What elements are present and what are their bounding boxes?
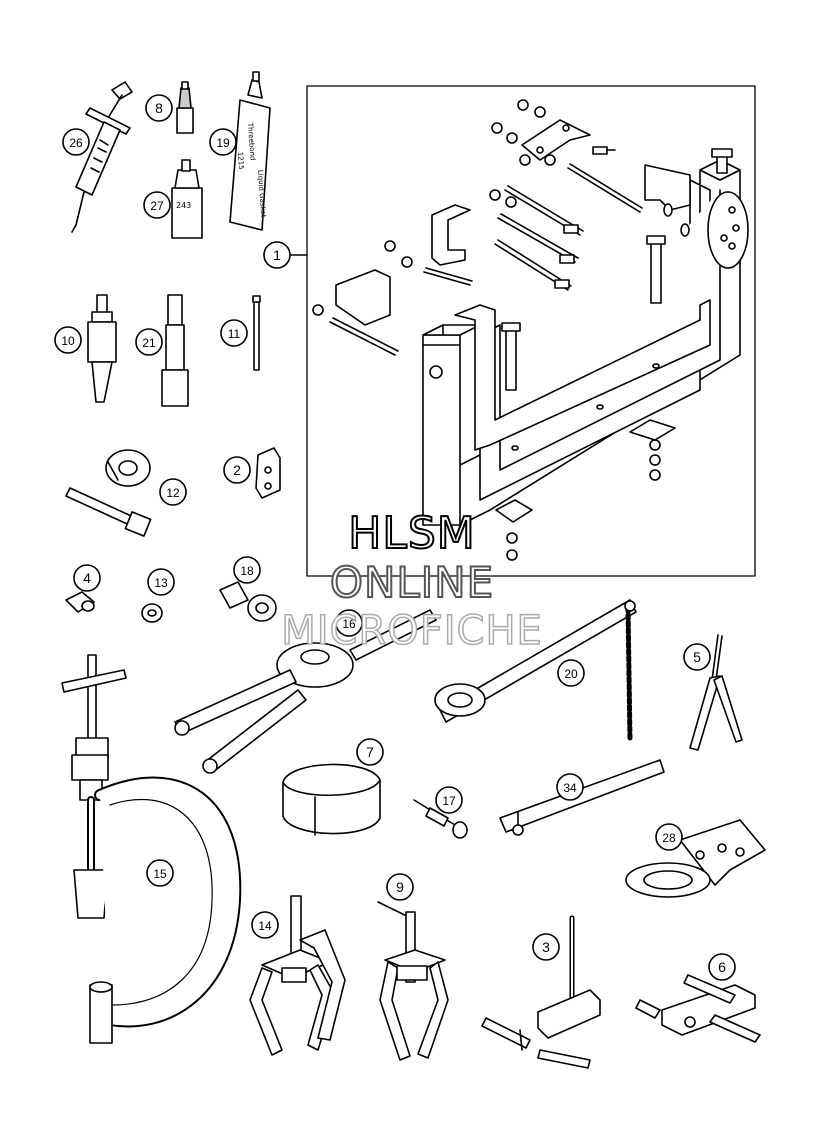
flywheel-puller-16 [174,609,437,774]
callout-26 [62,128,90,156]
callout-15-label: 15 [153,867,167,881]
callout-21 [135,328,163,356]
callout-12 [159,478,187,506]
callout-8 [145,94,173,122]
callout-1 [263,241,291,269]
callout-20-label: 20 [564,667,578,681]
bleed-screw-17 [413,799,468,839]
bottle-label: 243 [176,201,191,210]
callout-3 [532,933,560,961]
watermark-line-3: MICROFICHE [280,607,543,655]
callout-7 [356,738,384,766]
chain-holder-20 [434,599,637,743]
callout-20 [557,659,585,687]
callout-10-label: 10 [61,334,75,348]
sleeve-4 [65,591,95,613]
grease-syringe [71,81,133,233]
callout-14-label: 14 [258,919,272,933]
callout-14 [251,911,279,939]
callout-6 [708,953,736,981]
callout-34-label: 34 [563,781,577,795]
callout-18-label: 18 [240,564,254,578]
tool-21 [161,294,189,407]
tube-label-2: 1215 [236,152,245,170]
callout-17-label: 17 [442,794,456,808]
tube-label-3: Liquid Gasket [256,170,267,218]
stand-hardware [312,99,676,561]
pin-11 [252,295,261,371]
callout-27 [143,191,171,219]
callout-1-label: 1 [273,247,281,263]
callout-5-label: 5 [693,649,701,665]
callout-17 [435,786,463,814]
callout-16 [335,609,363,637]
puller-tool-10 [87,294,117,403]
ring-13 [141,603,163,623]
callout-11-label: 11 [228,327,241,341]
loctite-bottle-small [176,81,194,134]
bracket-2 [255,447,281,499]
callout-15 [146,859,174,887]
callout-11 [220,319,248,347]
callout-4 [73,564,101,592]
circlip-pliers-5 [689,634,743,751]
callout-4-label: 4 [83,570,91,586]
valve-spring-compressor-15 [61,654,242,1044]
bearing-puller-14 [249,895,346,1056]
callout-13 [147,568,175,596]
callout-3-label: 3 [542,939,550,955]
liquid-gasket-tube: Threebond 1215 Liquid Gasket [229,71,271,231]
callout-6-label: 6 [718,959,726,975]
callout-12-label: 12 [166,486,180,500]
callout-9-label: 9 [396,879,404,895]
callout-28-label: 28 [662,831,676,845]
callout-16-label: 16 [342,617,356,631]
callout-5 [683,643,711,671]
tube-label-1: Threebond [246,122,257,161]
callout-2-label: 2 [233,462,241,478]
callout-21-label: 21 [142,336,156,350]
loctite-bottle: 243 [171,159,203,239]
callout-19 [209,128,237,156]
callout-18 [233,556,261,584]
bearing-puller-9 [377,901,449,1061]
bolt-and-bushing-12 [65,449,152,537]
holding-tool-28 [625,819,766,898]
clamp-tool-6 [635,974,761,1043]
callout-34 [556,773,584,801]
piston-ring-compressor-7 [282,763,381,836]
callout-19-label: 19 [216,136,230,150]
callout-2 [223,456,251,484]
stand-frame [306,85,756,577]
callout-9 [386,873,414,901]
callout-7-label: 7 [366,744,374,760]
adapter-18 [219,581,277,622]
watermark-line-1: HLSM [347,507,476,560]
callout-13-label: 13 [154,576,168,590]
engine-stand [422,148,749,526]
callout-28 [655,823,683,851]
chain-rivet-tool-3 [481,915,601,1069]
callout-8-label: 8 [155,100,163,116]
callout-10 [54,326,82,354]
pin-wrench-34 [499,759,665,836]
callout-26-label: 26 [69,136,83,150]
callout-27-label: 27 [150,199,164,213]
watermark-line-2: ONLINE [329,557,495,608]
